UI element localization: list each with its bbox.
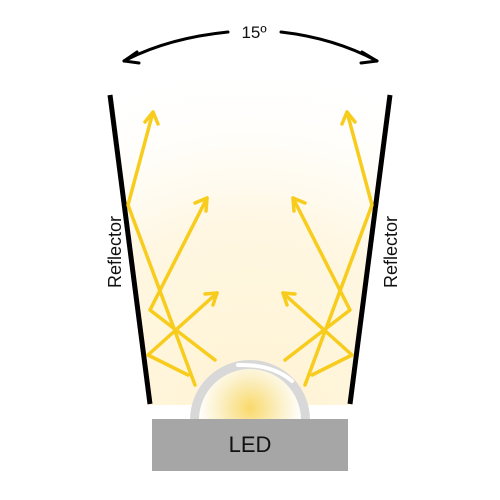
angle-arc-arrow-icon bbox=[122, 30, 379, 65]
ray-left-1 bbox=[148, 196, 217, 362]
arrowhead-icon bbox=[203, 291, 219, 307]
light-rays bbox=[126, 110, 374, 387]
ray-right-3 bbox=[281, 291, 354, 377]
arrowhead-icon bbox=[193, 196, 209, 213]
ray-right-2 bbox=[303, 110, 374, 387]
led-dome bbox=[190, 360, 310, 420]
arrowhead-icon bbox=[291, 196, 307, 213]
led-label: LED bbox=[229, 432, 272, 457]
ray-left-3 bbox=[146, 291, 219, 377]
arrowhead-icon bbox=[340, 110, 357, 126]
ray-arrowhead-icons bbox=[143, 110, 357, 307]
left-reflector-label: Reflector bbox=[105, 216, 125, 288]
arrowhead-icon bbox=[281, 291, 297, 307]
ray-left-2 bbox=[126, 110, 197, 387]
right-reflector-label: Reflector bbox=[381, 216, 401, 288]
led-base bbox=[152, 419, 348, 471]
right-reflector bbox=[347, 94, 393, 405]
beam-glow bbox=[110, 72, 390, 405]
left-reflector bbox=[107, 94, 153, 405]
ray-right-1 bbox=[283, 196, 352, 362]
angle-label: 15º bbox=[241, 23, 266, 42]
arrowhead-icon bbox=[143, 110, 160, 126]
